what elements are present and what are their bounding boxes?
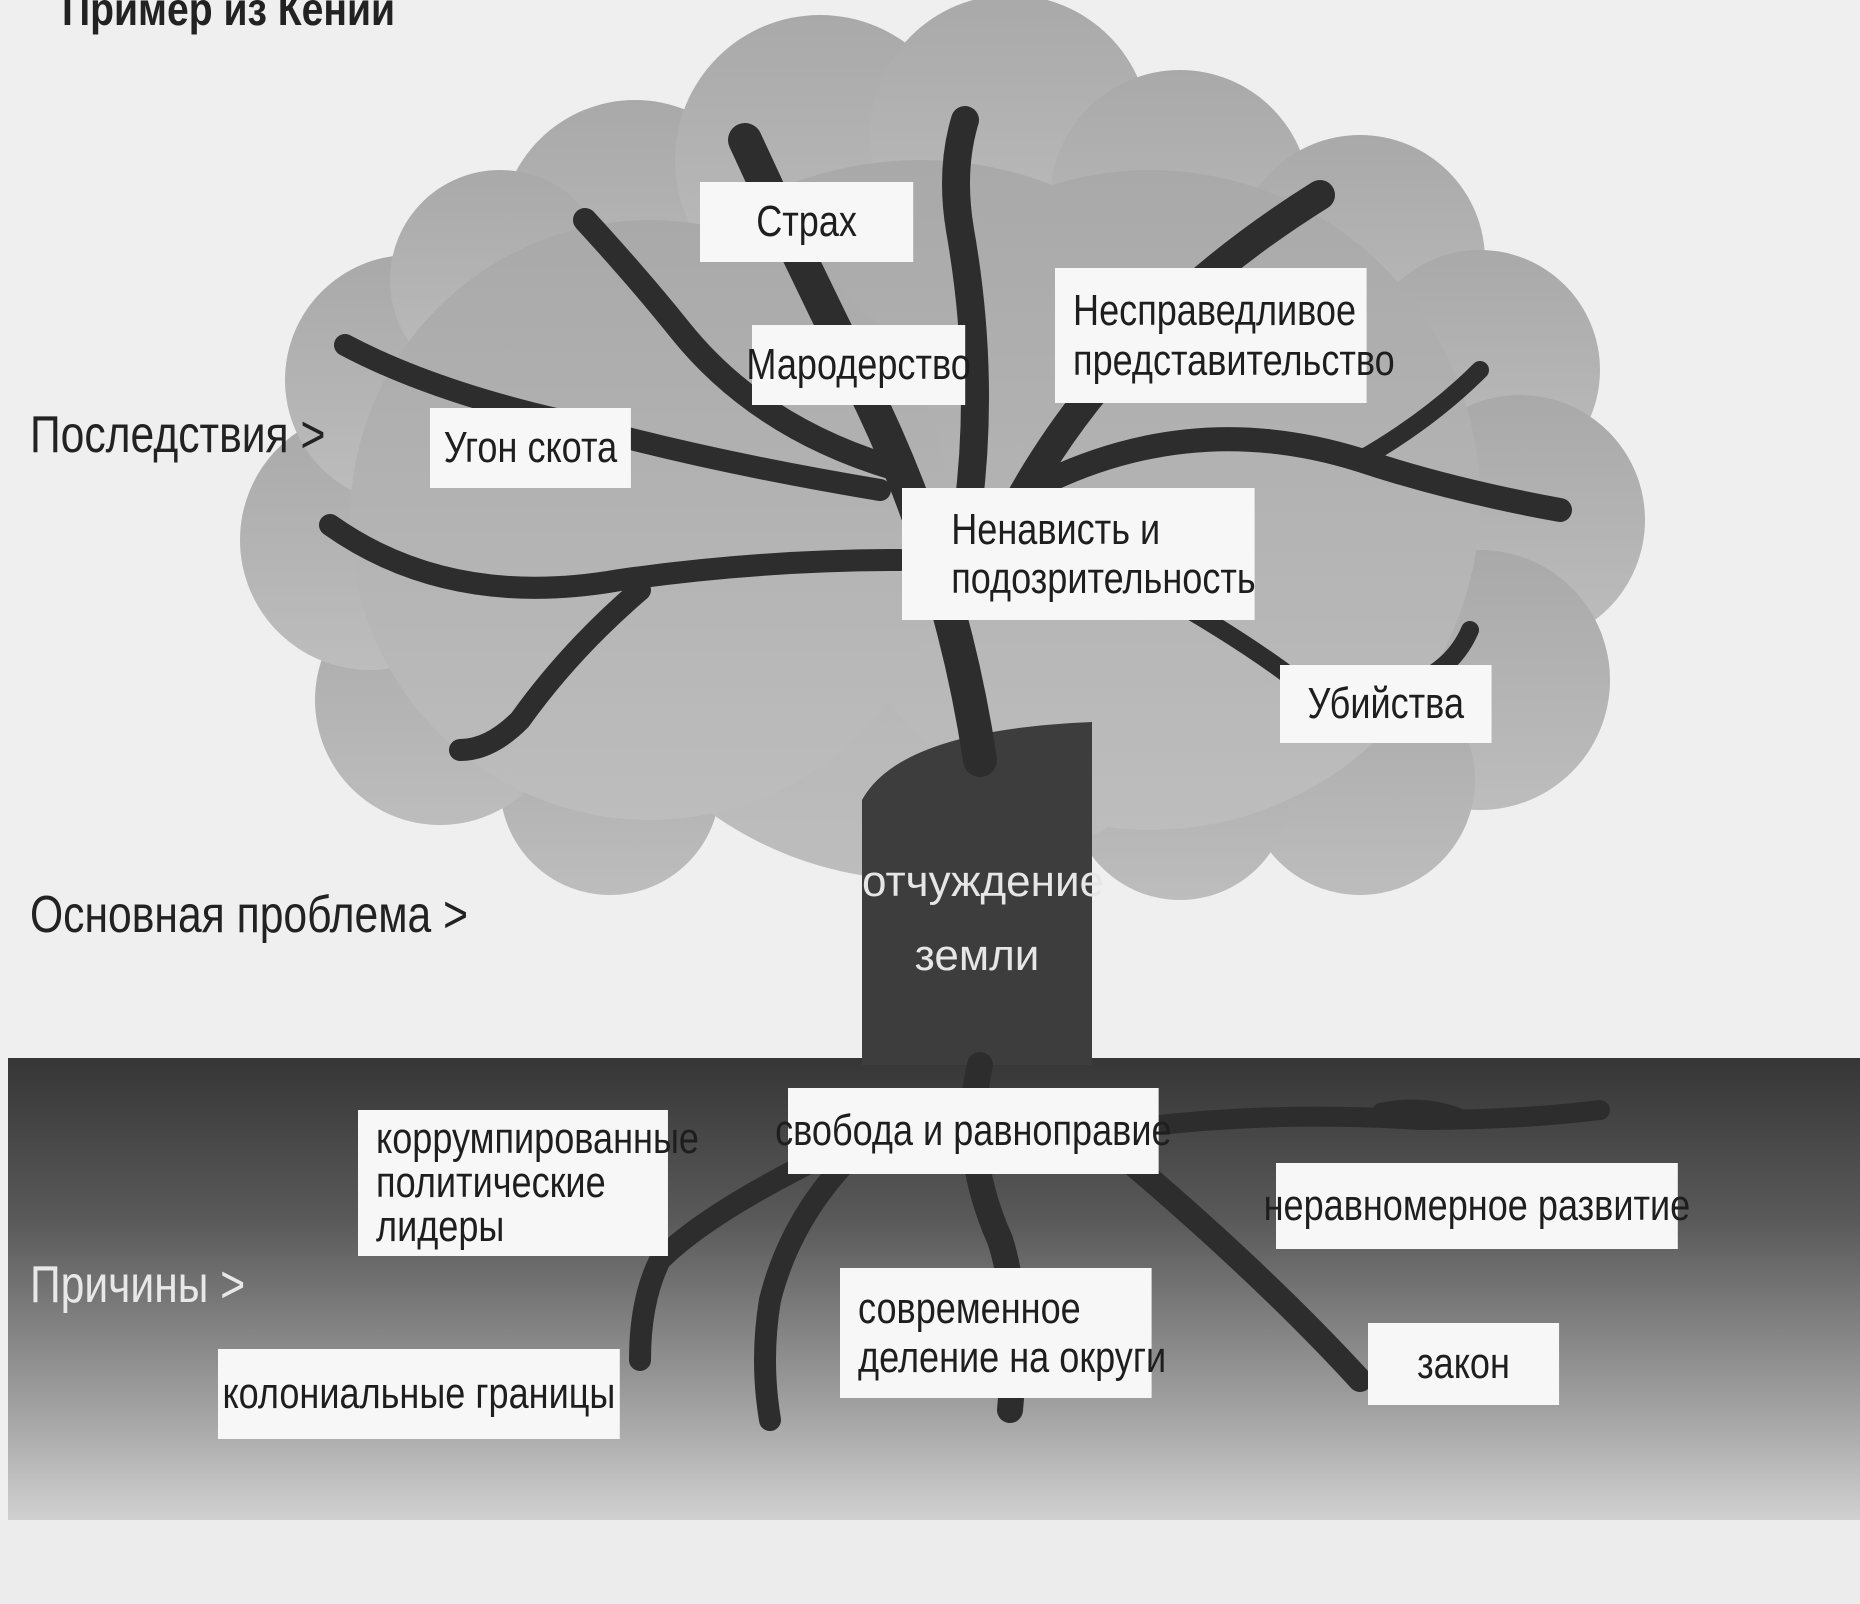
consequence-unfair-representation-line-2: представительство [1073,335,1395,385]
consequence-unfair-representation-line-1: Несправедливое [1073,286,1357,336]
consequence-fear: Страх [700,182,914,262]
cause-uneven-development: неравномерное развитие [1264,1163,1690,1249]
consequence-killings-text: Убийства [1307,679,1465,729]
consequence-cattle-rustling-text: Угон скота [443,423,618,473]
page-title: Пример из Кении [62,0,396,35]
cause-corrupt-leaders: коррумпированные политические лидеры [358,1110,699,1256]
consequence-killings: Убийства [1280,665,1492,743]
cause-corrupt-leaders-line-2: политические [376,1158,606,1207]
cause-colonial-borders-text: колониальные границы [222,1369,616,1419]
cause-corrupt-leaders-line-1: коррумпированные [376,1114,699,1163]
side-label-consequences: Последствия > [30,406,326,464]
cause-modern-districts-line-1: современное [858,1283,1081,1333]
core-problem-line-1: отчуждение [862,857,1104,906]
cause-modern-districts-line-2: деление на округи [858,1333,1167,1382]
consequence-cattle-rustling: Угон скота [430,408,631,488]
cause-corrupt-leaders-line-3: лидеры [376,1202,505,1251]
cause-law-text: закон [1417,1339,1510,1389]
core-problem-label: отчуждение земли [862,845,1104,993]
consequence-hatred-suspicion-line-2: подозрительность [951,554,1256,603]
cause-modern-districts: современное деление на округи [840,1268,1167,1398]
consequence-fear-text: Страх [756,197,857,247]
cause-law: закон [1368,1323,1560,1405]
side-label-core-problem: Основная проблема > [30,886,469,944]
side-label-causes: Причины > [30,1256,246,1314]
tree-trunk [862,722,1092,1065]
consequence-looting: Мародерство [746,325,971,405]
consequence-looting-text: Мародерство [746,340,971,390]
cause-colonial-borders: колониальные границы [218,1349,620,1439]
core-problem-line-2: земли [914,931,1040,980]
consequence-unfair-representation: Несправедливое представительство [1055,268,1395,403]
cause-freedom-equality: свобода и равноправие [775,1088,1172,1174]
cause-freedom-equality-text: свобода и равноправие [775,1106,1172,1156]
consequence-hatred-suspicion: Ненависть и подозрительность [902,488,1256,620]
cause-uneven-development-text: неравномерное развитие [1263,1181,1691,1231]
consequence-hatred-suspicion-line-1: Ненависть и [951,504,1161,554]
